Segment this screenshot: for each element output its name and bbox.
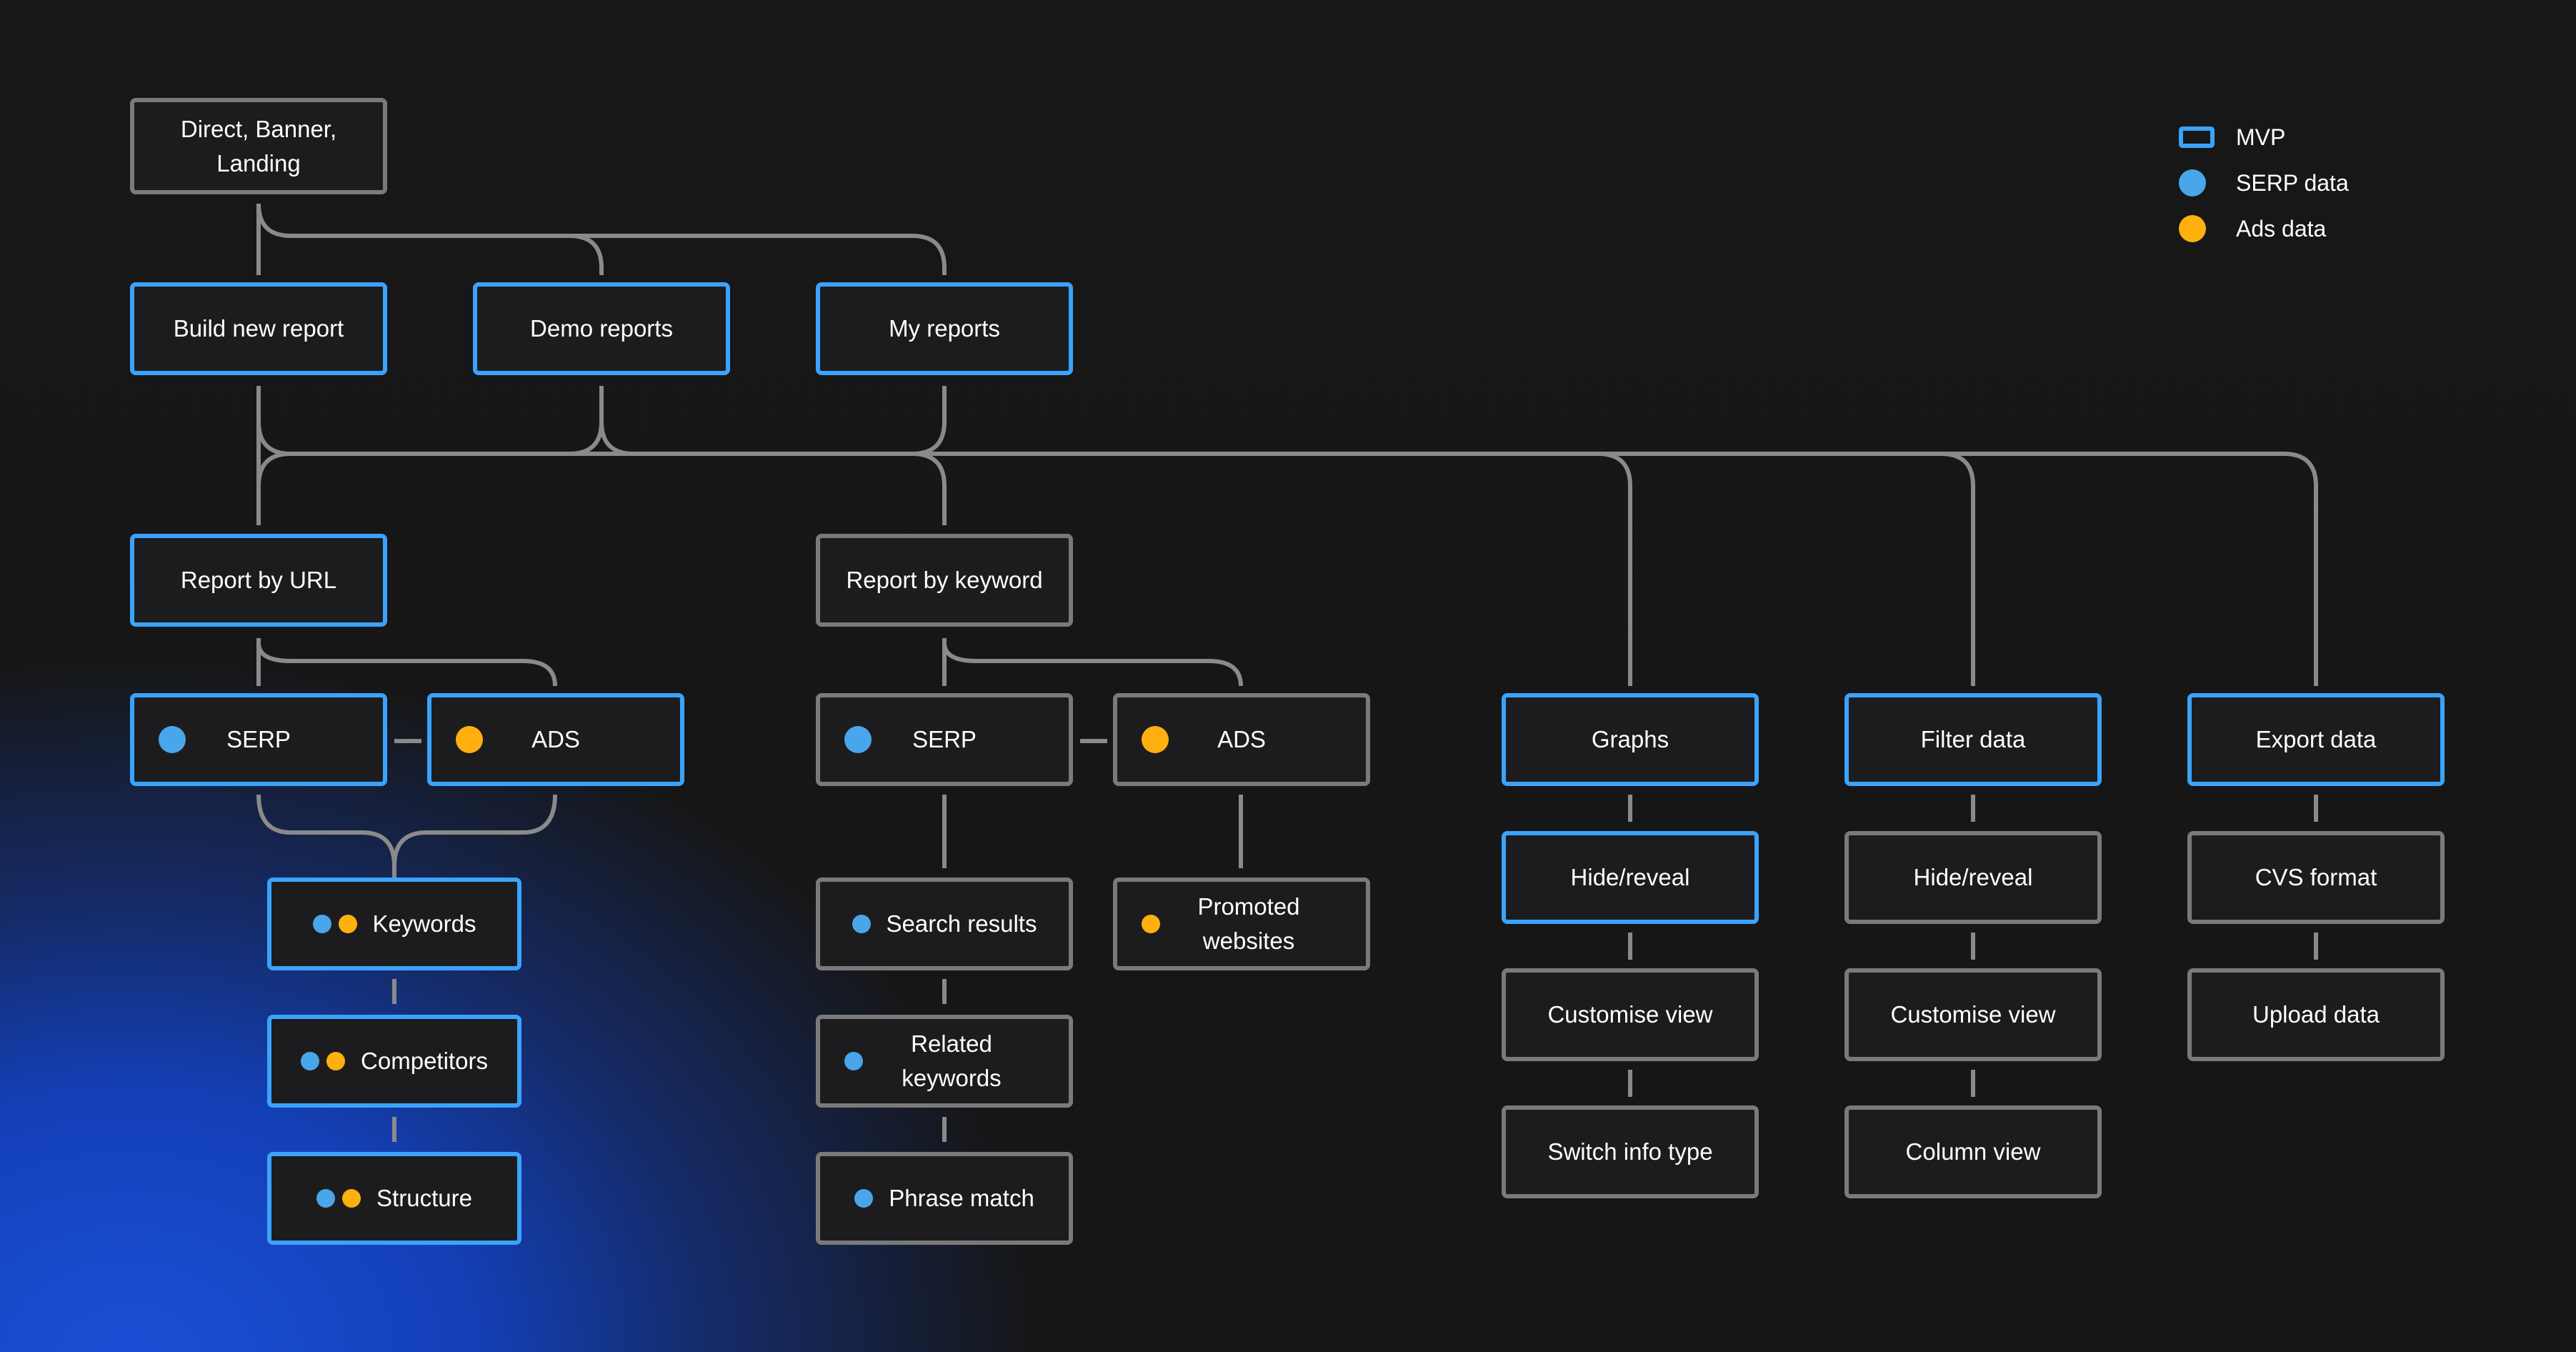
ads-dot-icon	[1142, 726, 1169, 753]
serp-dot-icon	[852, 915, 871, 933]
node-label: SERP	[912, 726, 977, 752]
node-report-by-url[interactable]: Report by URL	[130, 534, 387, 627]
node-label: Switch info type	[1547, 1138, 1713, 1165]
node-filter-customise-view[interactable]: Customise view	[1844, 968, 2102, 1061]
node-kw-ads[interactable]: ADS	[1113, 693, 1370, 786]
node-url-ads[interactable]: ADS	[427, 693, 684, 786]
node-label: Demo reports	[530, 315, 673, 342]
node-structure[interactable]: Structure	[267, 1152, 521, 1245]
node-switch-info-type[interactable]: Switch info type	[1502, 1105, 1759, 1198]
node-label: Customise view	[1547, 1001, 1713, 1028]
legend-label: SERP data	[2236, 169, 2349, 196]
legend-label: MVP	[2236, 124, 2286, 150]
serp-ads-dots-icon	[301, 1052, 346, 1070]
node-phrase-match[interactable]: Phrase match	[816, 1152, 1073, 1245]
node-report-by-keyword[interactable]: Report by keyword	[816, 534, 1073, 627]
node-search-results[interactable]: Search results	[816, 878, 1073, 970]
node-url-serp[interactable]: SERP	[130, 693, 387, 786]
node-label: Export data	[2255, 726, 2377, 752]
node-label: Competitors	[361, 1048, 488, 1074]
node-label: Direct, Banner, Landing	[180, 115, 337, 177]
node-filter-hide-reveal[interactable]: Hide/reveal	[1844, 831, 2102, 924]
node-column-view[interactable]: Column view	[1844, 1105, 2102, 1198]
connector-my-down	[912, 386, 947, 456]
ads-dot-icon	[1142, 915, 1160, 933]
node-label: Build new report	[173, 315, 344, 342]
ads-dot-icon	[2179, 215, 2236, 242]
node-label: Related keywords	[902, 1030, 1002, 1091]
node-graphs-customise-view[interactable]: Customise view	[1502, 968, 1759, 1061]
node-label: Customise view	[1890, 1001, 2056, 1028]
legend-item-mvp: MVP	[2179, 114, 2349, 160]
connector-hub-filter	[1940, 452, 1975, 686]
legend-label: Ads data	[2236, 215, 2327, 242]
ads-dot-icon	[456, 726, 483, 753]
node-label: ADS	[531, 726, 580, 752]
node-my-reports[interactable]: My reports	[816, 282, 1073, 375]
node-entry[interactable]: Direct, Banner, Landing	[130, 98, 387, 194]
node-upload-data[interactable]: Upload data	[2187, 968, 2445, 1061]
serp-dot-icon	[844, 726, 872, 753]
node-build-new-report[interactable]: Build new report	[130, 282, 387, 375]
node-graphs-hide-reveal[interactable]: Hide/reveal	[1502, 831, 1759, 924]
node-label: Hide/reveal	[1913, 864, 2033, 890]
serp-dot-icon	[2179, 169, 2236, 197]
legend-item-ads: Ads data	[2179, 206, 2349, 252]
node-label: Structure	[376, 1185, 472, 1211]
connector-demo-down	[569, 386, 634, 456]
connector-kw-ads	[942, 638, 1243, 687]
connector-hub-keyword	[912, 452, 947, 525]
node-label: Filter data	[1920, 726, 2026, 752]
node-label: Column view	[1905, 1138, 2041, 1165]
node-label: Hide/reveal	[1570, 864, 1690, 890]
node-label: Report by URL	[180, 567, 337, 593]
node-label: ADS	[1217, 726, 1266, 752]
node-label: Keywords	[372, 910, 476, 937]
connector-entry-demo-my	[256, 203, 947, 275]
serp-dot-icon	[159, 726, 186, 753]
legend-item-serp: SERP data	[2179, 160, 2349, 206]
connector-url-brace	[256, 794, 557, 878]
serp-dot-icon	[844, 1052, 863, 1070]
node-kw-serp[interactable]: SERP	[816, 693, 1073, 786]
node-keywords[interactable]: Keywords	[267, 878, 521, 970]
connector-hub-export	[2283, 452, 2318, 686]
legend: MVP SERP data Ads data	[2179, 114, 2349, 252]
node-related-keywords[interactable]: Related keywords	[816, 1015, 1073, 1108]
node-label: CVS format	[2255, 864, 2377, 890]
node-label: Report by keyword	[846, 567, 1043, 593]
node-label: Search results	[886, 910, 1037, 937]
node-graphs[interactable]: Graphs	[1502, 693, 1759, 786]
node-label: My reports	[889, 315, 1000, 342]
node-label: Promoted websites	[1197, 893, 1300, 954]
serp-dot-icon	[854, 1189, 874, 1208]
serp-ads-dots-icon	[312, 915, 357, 933]
node-export-data[interactable]: Export data	[2187, 693, 2445, 786]
node-promoted-websites[interactable]: Promoted websites	[1113, 878, 1370, 970]
node-label: SERP	[226, 726, 291, 752]
connector-hub-graphs	[1597, 452, 1632, 686]
node-label: Graphs	[1591, 726, 1669, 752]
node-cvs-format[interactable]: CVS format	[2187, 831, 2445, 924]
node-demo-reports[interactable]: Demo reports	[473, 282, 730, 375]
node-competitors[interactable]: Competitors	[267, 1015, 521, 1108]
connector-url-ads	[256, 638, 557, 687]
serp-ads-dots-icon	[316, 1189, 361, 1208]
node-filter-data[interactable]: Filter data	[1844, 693, 2102, 786]
connector-hub	[256, 421, 2284, 487]
node-label: Upload data	[2252, 1001, 2380, 1028]
mvp-swatch-icon	[2179, 126, 2236, 148]
node-label: Phrase match	[889, 1185, 1034, 1211]
